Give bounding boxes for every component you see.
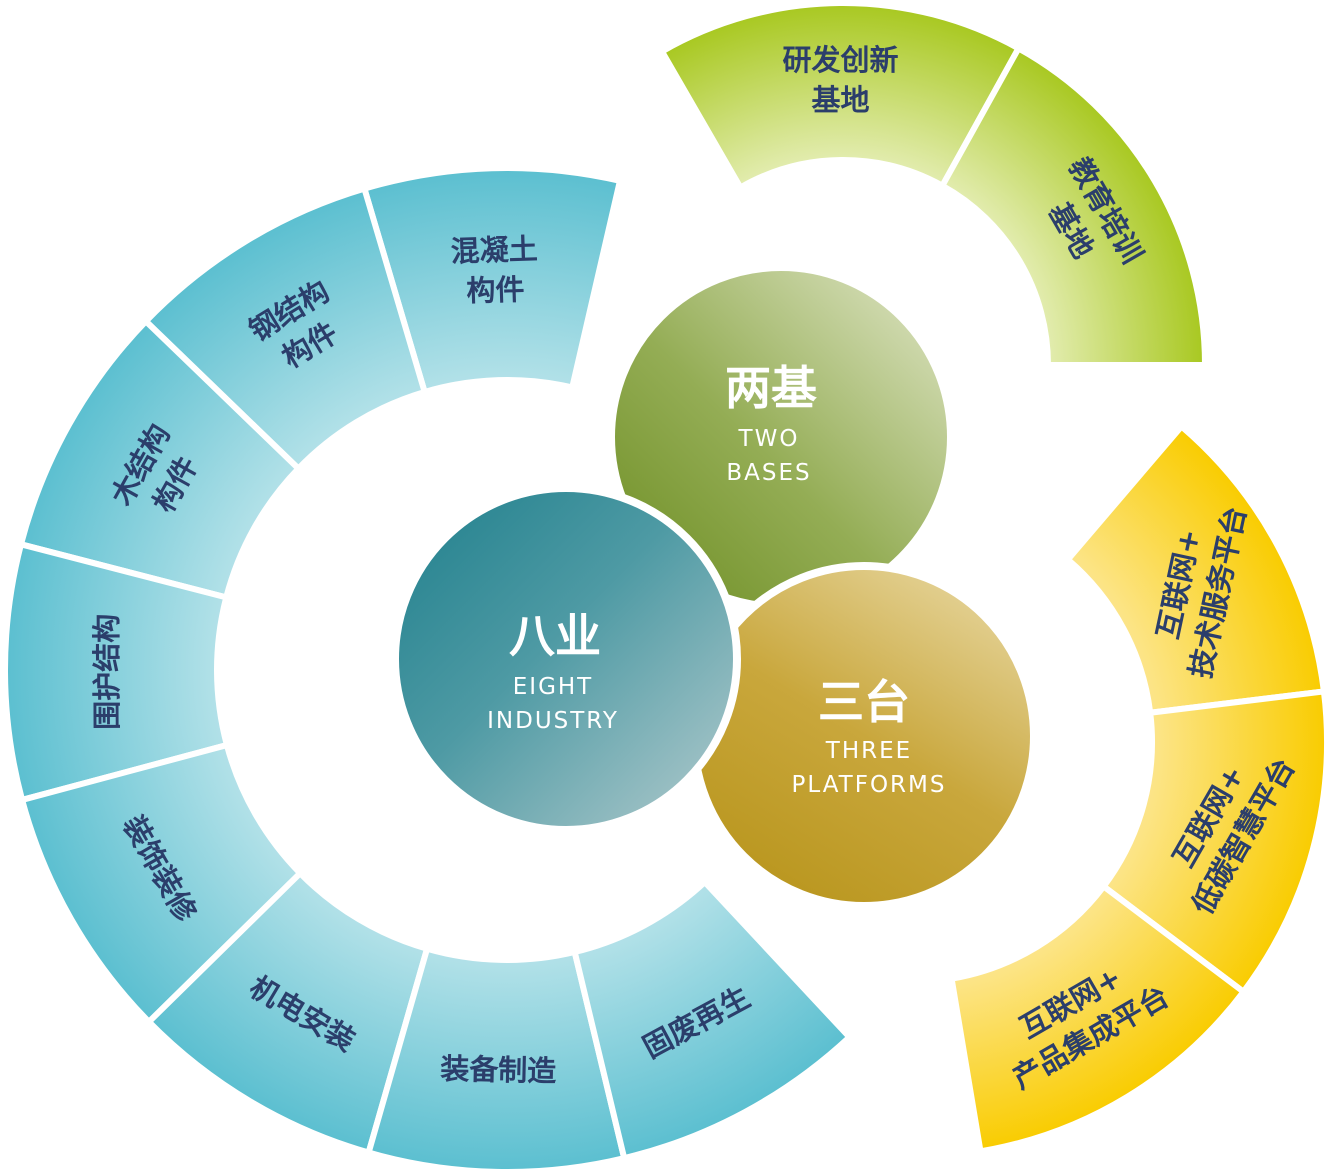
eight-industry-segment[interactable]: 钢结构构件 <box>141 184 429 473</box>
segment-shape <box>18 741 305 1027</box>
segment-shape <box>948 882 1248 1155</box>
segment-shape <box>144 869 431 1157</box>
eight-industry-segment[interactable]: 固废再生 <box>571 877 854 1162</box>
three-platforms-segment[interactable]: 互联网+技术服务平台 <box>1063 422 1328 717</box>
three-platforms-title-en-2: PLATFORMS <box>792 772 947 798</box>
segment-shape <box>657 0 1023 192</box>
three-platforms-hub[interactable]: 三台 THREE PLATFORMS <box>690 562 1038 910</box>
three-platforms-title-cn: 三台 <box>818 675 910 729</box>
two-bases-title-en-1: TWO <box>738 426 800 452</box>
segment-shape <box>17 317 303 602</box>
eight-industry-title-en-1: EIGHT <box>513 674 593 700</box>
segment-label: 围护结构 <box>90 614 125 730</box>
eight-industry-segment[interactable]: 装备制造 <box>364 945 628 1175</box>
eight-industry-segment[interactable]: 装饰装修 <box>18 741 305 1027</box>
three-platforms-segment[interactable]: 互联网+低碳智慧平台 <box>1099 688 1331 996</box>
segment-shape <box>364 945 628 1175</box>
eight-industry-segment[interactable]: 混凝土构件 <box>360 165 624 396</box>
segment-label: 混凝土构件 <box>450 232 539 309</box>
eight-industry-segment[interactable]: 木结构构件 <box>17 317 303 602</box>
segment-label: 研发创新基地 <box>783 43 899 117</box>
segment-shape <box>938 44 1209 368</box>
eight-industry-title-cn: 八业 <box>509 609 601 663</box>
eight-industry-hub[interactable]: 八业 EIGHT INDUSTRY <box>391 484 741 834</box>
two-bases-segment[interactable]: 研发创新基地 <box>657 0 1023 192</box>
segment-label: 装备制造 <box>440 1052 557 1089</box>
two-bases-title-en-2: BASES <box>726 460 811 486</box>
eight-industry-segment[interactable]: 围护结构 <box>2 540 231 804</box>
three-platforms-circle <box>690 562 1038 910</box>
segment-label-line: 混凝土 <box>450 232 538 269</box>
three-platforms-title-en-1: THREE <box>825 738 912 764</box>
three-platforms-segment[interactable]: 互联网+产品集成平台 <box>948 882 1248 1155</box>
eight-industry-circle <box>391 484 741 834</box>
segment-label-line: 装备制造 <box>440 1052 557 1089</box>
segment-shape <box>141 184 429 473</box>
segment-shape <box>571 877 854 1162</box>
segment-shape <box>2 540 231 804</box>
eight-industry-segment[interactable]: 机电安装 <box>144 869 431 1157</box>
eight-industry-title-en-2: INDUSTRY <box>487 708 619 734</box>
two-bases-title-cn: 两基 <box>725 361 817 415</box>
segment-shape <box>360 165 624 396</box>
segment-label-line: 基地 <box>812 83 870 117</box>
segment-label-line: 构件 <box>466 272 525 308</box>
two-bases-segment[interactable]: 教育培训基地 <box>938 44 1209 368</box>
segment-label-line: 围护结构 <box>90 614 125 730</box>
segment-shape <box>1063 422 1328 717</box>
segment-label-line: 研发创新 <box>783 43 899 77</box>
